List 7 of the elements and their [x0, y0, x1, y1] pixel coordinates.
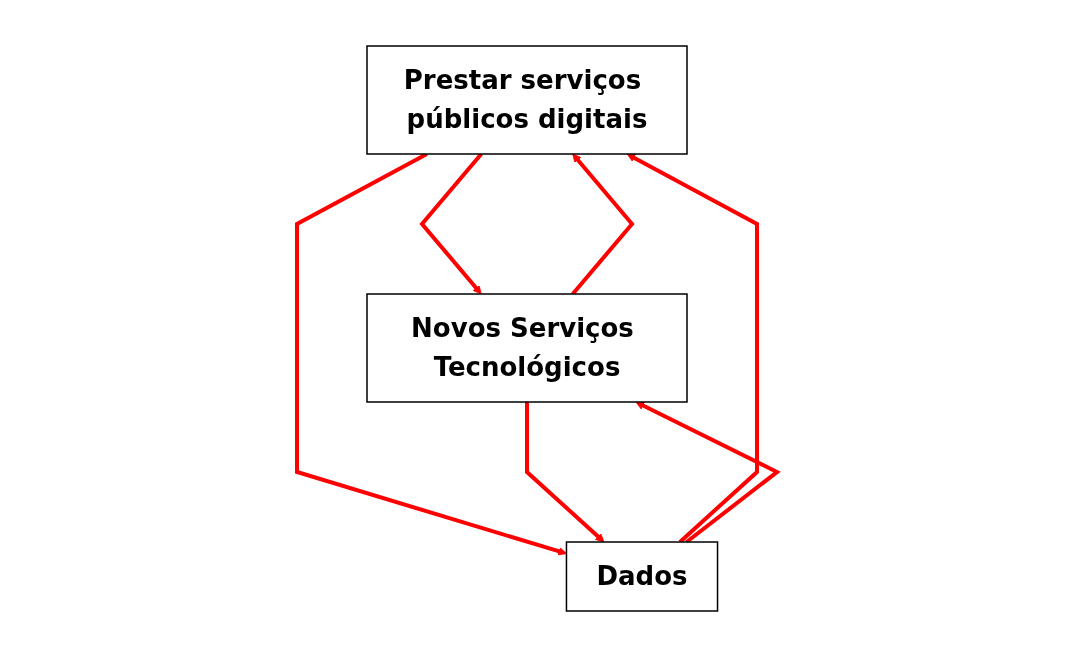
node-box: Novos Serviços Tecnológicos [366, 293, 688, 403]
arrow [635, 401, 781, 544]
node-box: Prestar serviços públicos digitais [366, 45, 688, 155]
node-box: Dados [565, 541, 719, 612]
arrow [525, 402, 605, 543]
arrow [571, 153, 635, 296]
arrow [626, 153, 759, 544]
